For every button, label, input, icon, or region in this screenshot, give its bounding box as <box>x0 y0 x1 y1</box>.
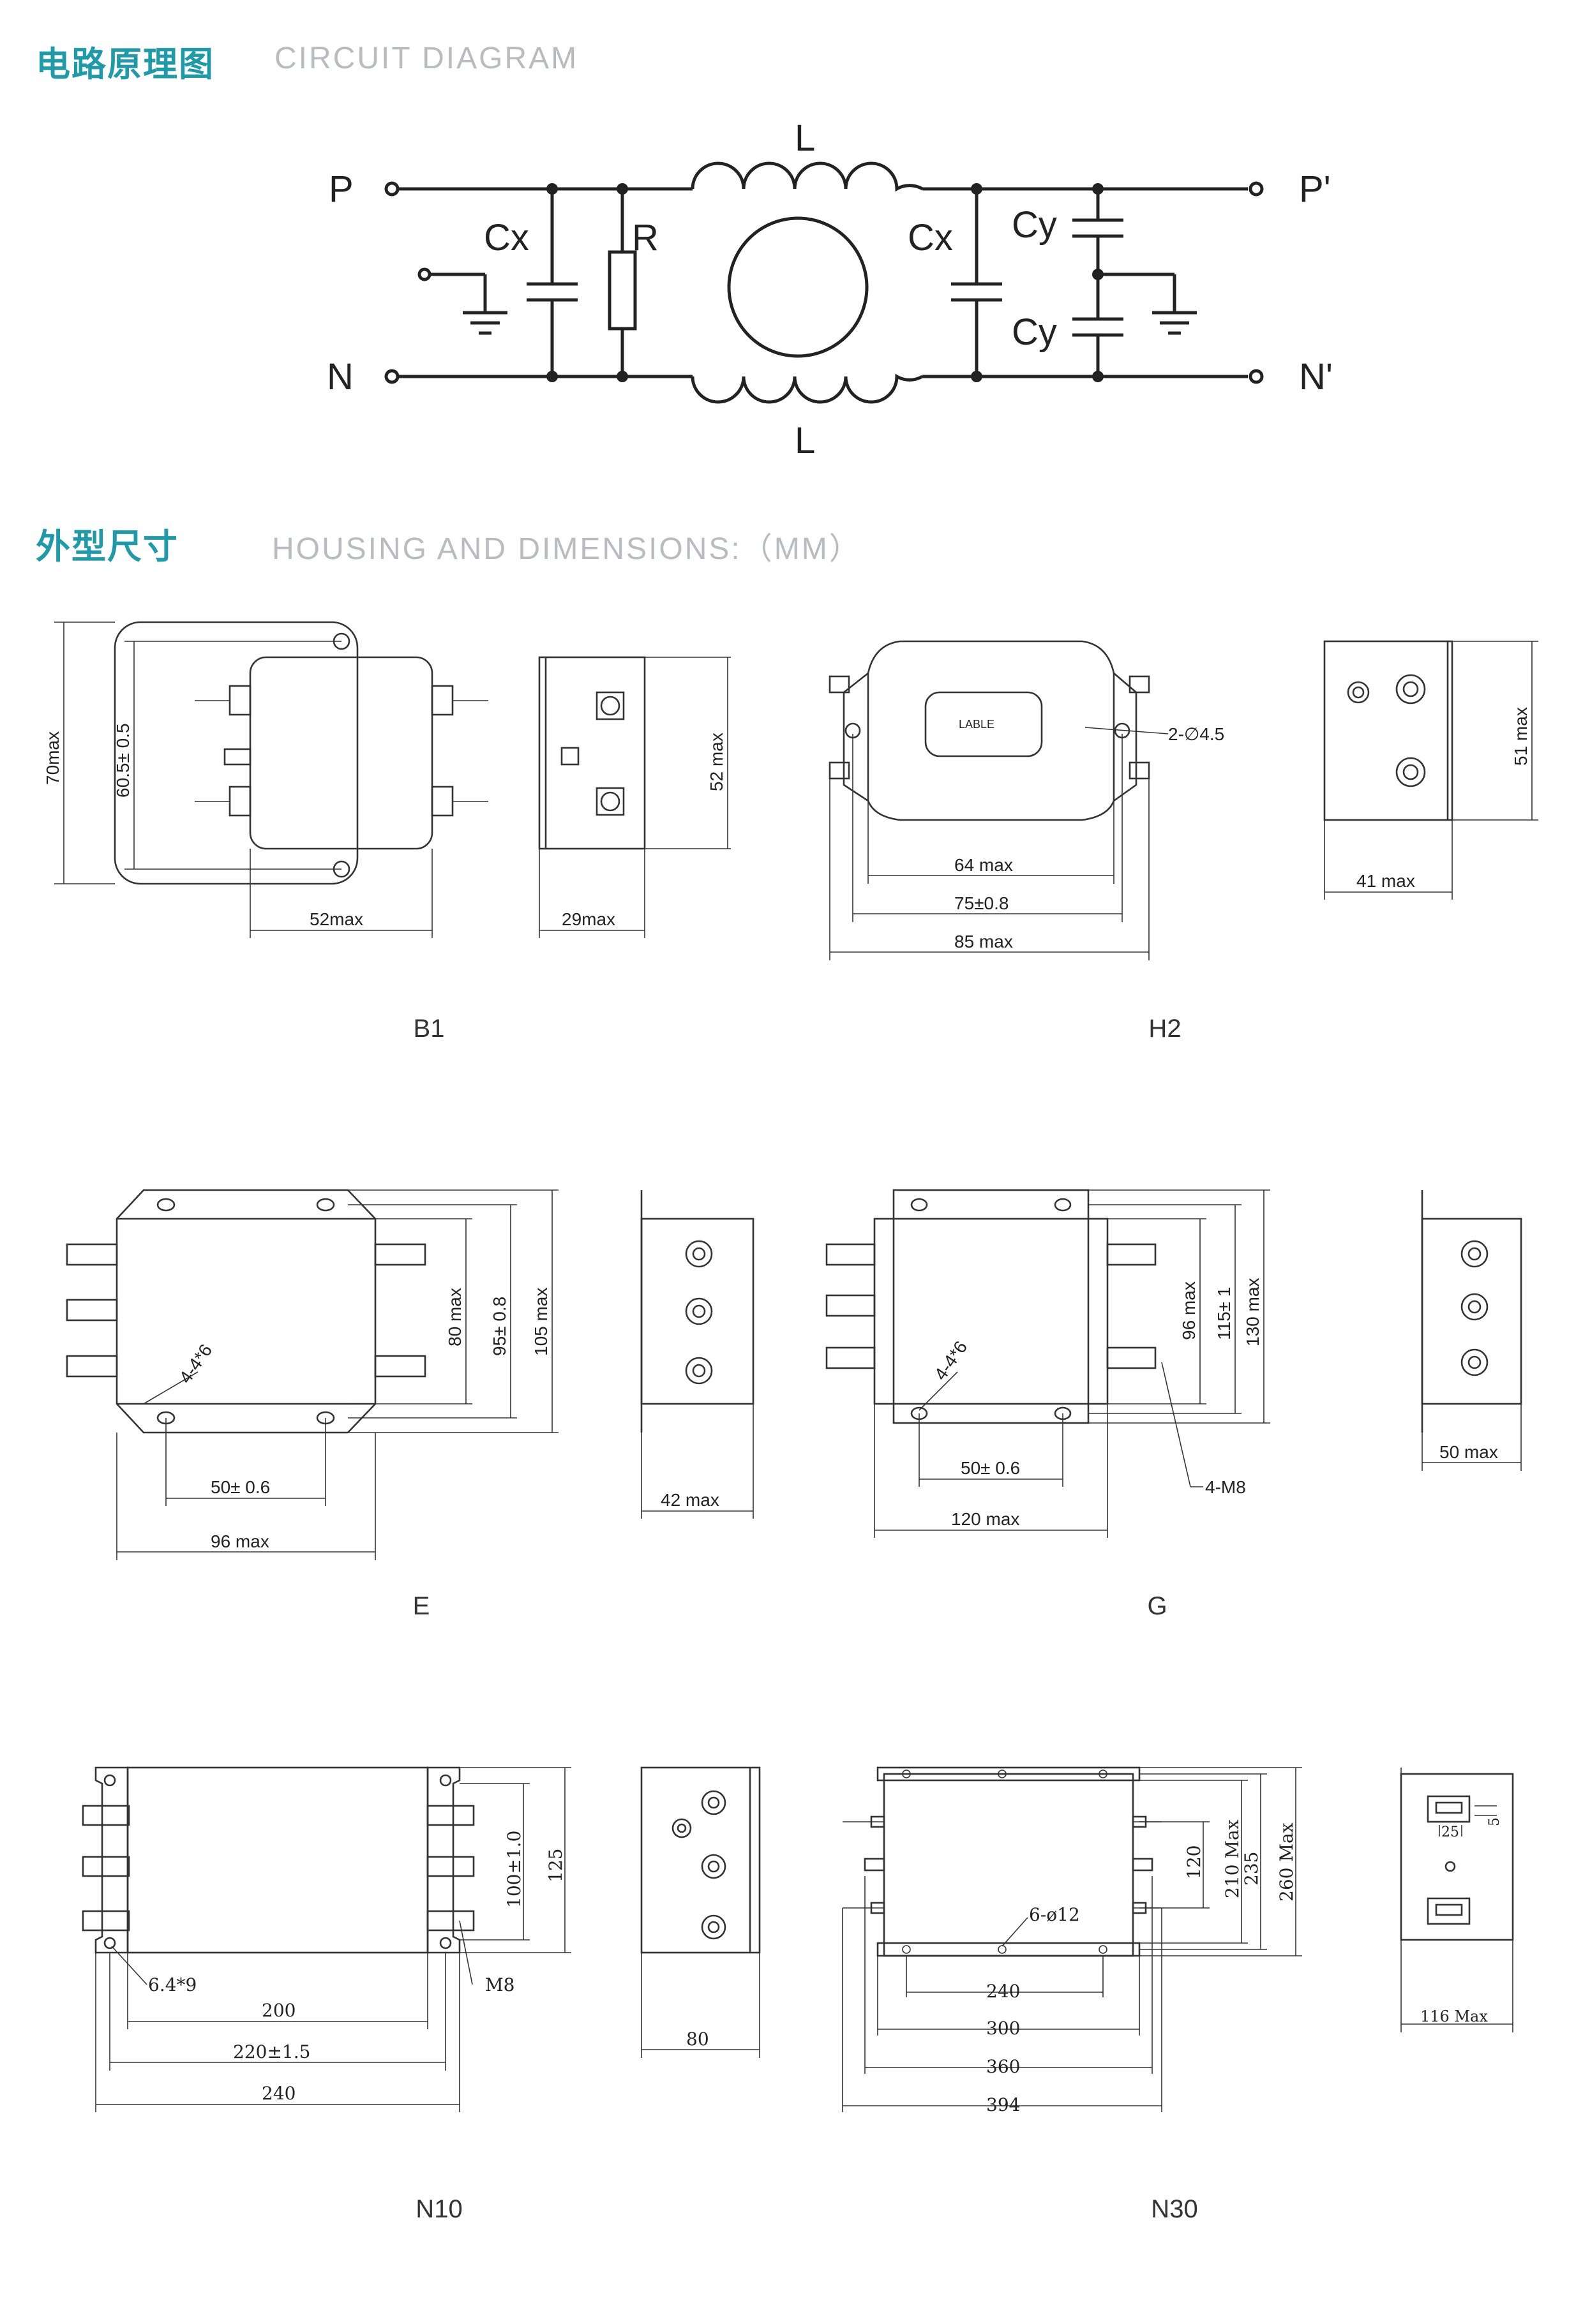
e-dim-holes: 4-4*6 <box>176 1341 216 1387</box>
drawing-h2: LABLE 2-∅4.5 64 max 75±0.8 85 max 51 max… <box>829 640 1538 960</box>
caption-g: G <box>1147 1592 1167 1620</box>
n10-dim-w2: 220±1.5 <box>233 2041 310 2062</box>
n30-dim-w4: 394 <box>986 2094 1020 2115</box>
b1-dim-h-side: 52 max <box>707 733 726 791</box>
label-r: R <box>632 217 659 258</box>
n30-dim-depth: 116 Max <box>1420 2007 1488 2025</box>
h2-label-plate <box>924 691 1043 757</box>
n10-body <box>126 1766 429 1954</box>
label-cy-top: Cy <box>1012 204 1057 246</box>
g-body <box>873 1218 1109 1405</box>
g-dim-w-holes: 50± 0.6 <box>961 1458 1020 1478</box>
n30-dim-h3: 235 <box>1241 1852 1262 1886</box>
drawing-b1: 70max 60.5± 0.5 52max 52 max 29max <box>43 621 731 938</box>
h2-dim-w2: 75±0.8 <box>954 893 1009 913</box>
circuit-section-title-en: CIRCUIT DIAGRAM <box>274 41 579 75</box>
n10-dim-w3: 240 <box>262 2083 296 2104</box>
drawing-n10: 6.4*9 M8 100±1.0 125 200 220±1.5 240 80 <box>82 1766 761 2112</box>
n10-dim-holes: 6.4*9 <box>148 1974 197 1995</box>
n30-dim-w2: 300 <box>986 2018 1020 2039</box>
e-dim-h1: 80 max <box>445 1288 465 1346</box>
b1-side-body <box>538 656 646 850</box>
terminal-n-out <box>1249 369 1264 384</box>
b1-dim-h-holes: 60.5± 0.5 <box>113 723 133 798</box>
caption-b1: B1 <box>413 1015 445 1043</box>
h2-side-body <box>1323 640 1453 821</box>
n30-dim-holes: 6-ø12 <box>1029 1904 1080 1925</box>
label-l-bottom: L <box>795 420 815 461</box>
e-dim-w-holes: 50± 0.6 <box>211 1477 270 1497</box>
housing-section-title-zh: 外型尺寸 <box>36 526 179 567</box>
caption-n30: N30 <box>1151 2195 1198 2223</box>
housing-section-title-en: HOUSING AND DIMENSIONS:（MM） <box>272 532 862 566</box>
label-l-top: L <box>795 117 815 159</box>
n10-dim-w1: 200 <box>262 2000 296 2021</box>
e-dim-h2: 95± 0.8 <box>490 1297 509 1356</box>
b1-dim-h-total: 70max <box>43 731 63 785</box>
g-dim-depth: 50 max <box>1439 1442 1498 1462</box>
n10-dim-thread: M8 <box>485 1974 514 1995</box>
n10-dim-depth: 80 <box>686 2029 709 2050</box>
e-dim-h3: 105 max <box>531 1288 551 1356</box>
b1-dim-w-body: 52max <box>310 909 363 929</box>
caption-h2: H2 <box>1148 1015 1182 1043</box>
label-cx-right: Cx <box>908 217 953 258</box>
terminal-n <box>384 369 400 384</box>
h2-dim-h-side: 51 max <box>1511 707 1531 766</box>
h2-dim-w1: 64 max <box>954 855 1013 875</box>
label-p-out: P' <box>1299 168 1331 210</box>
drawing-e: 4-4*6 80 max 95± 0.8 105 max 50± 0.6 96 … <box>66 1189 754 1560</box>
h2-dim-holes: 2-∅4.5 <box>1168 724 1224 744</box>
label-n-out: N' <box>1299 356 1333 398</box>
g-dim-h3: 130 max <box>1243 1278 1263 1346</box>
g-dim-thread: 4-M8 <box>1205 1477 1246 1497</box>
h2-dim-w3: 85 max <box>954 932 1013 951</box>
n30-dim-h4: 260 Max <box>1276 1822 1297 1902</box>
n30-dim-h2: 210 Max <box>1222 1819 1243 1898</box>
e-dim-depth: 42 max <box>661 1490 719 1510</box>
resistor <box>608 250 637 331</box>
h2-dim-depth: 41 max <box>1356 871 1415 891</box>
choke-core <box>727 216 869 358</box>
g-dim-h1: 96 max <box>1179 1281 1199 1340</box>
label-cx-left: Cx <box>484 217 529 258</box>
e-dim-w-body: 96 max <box>211 1531 269 1551</box>
h2-body <box>843 640 1137 821</box>
label-cy-bottom: Cy <box>1012 311 1057 353</box>
label-p: P <box>329 168 354 210</box>
circuit-section-title-zh: 电路原理图 <box>36 44 214 84</box>
n30-dim-side-w: 25 <box>1441 1824 1459 1840</box>
n30-dim-h1: 120 <box>1183 1845 1204 1879</box>
terminal-p-out <box>1249 181 1264 197</box>
b1-body <box>249 656 433 850</box>
h2-label-text: LABLE <box>959 718 994 731</box>
caption-e: E <box>412 1592 430 1620</box>
label-n: N <box>327 356 354 398</box>
n10-side-body <box>640 1766 761 1954</box>
caption-n10: N10 <box>416 2195 463 2223</box>
n30-dim-side-h: 5 <box>1487 1817 1503 1826</box>
drawing-n30: 6-ø12 120 210 Max 235 260 Max 240 300 36… <box>842 1766 1514 2115</box>
g-dim-w-body: 120 max <box>951 1509 1019 1529</box>
n30-dim-w1: 240 <box>986 1981 1020 2002</box>
n10-dim-h2: 125 <box>545 1849 566 1882</box>
n30-body <box>883 1773 1134 1957</box>
g-dim-h2: 115± 1 <box>1214 1287 1234 1340</box>
drawing-g: 4-4*6 4-M8 96 max 115± 1 130 max 50± 0.6… <box>825 1189 1522 1538</box>
n10-dim-h1: 100±1.0 <box>504 1831 525 1908</box>
circuit-diagram: P N P' N' L L Cx R Cx Cy Cy <box>327 117 1333 461</box>
g-dim-holes: 4-4*6 <box>931 1337 972 1384</box>
b1-dim-depth: 29max <box>562 909 615 929</box>
n30-dim-w3: 360 <box>986 2056 1020 2077</box>
e-body <box>116 1189 377 1434</box>
terminal-p <box>384 181 400 197</box>
